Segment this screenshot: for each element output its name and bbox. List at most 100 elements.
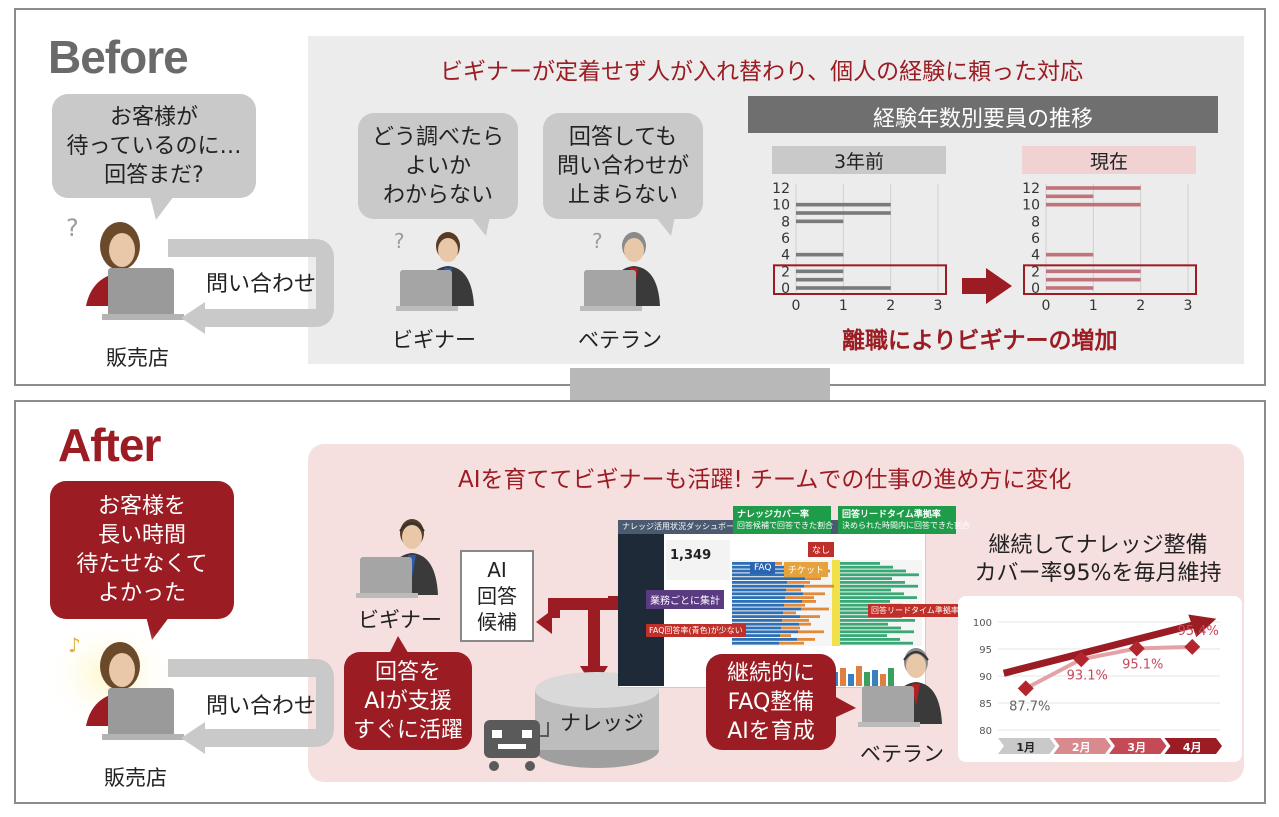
x-tick-label: 2 [886,298,895,314]
dashboard-bar-segment [805,577,821,580]
x-tick-label: 1 [1089,298,1098,314]
x-tick-label: 3 [934,298,943,314]
svg-text:?: ? [394,229,405,253]
dashboard-bar-segment [732,638,797,641]
knowledge-label: ナレッジ [560,711,644,735]
dashboard-bar-segment [785,596,814,599]
month-chevron [1109,738,1167,754]
dashboard-bar-segment [732,615,800,618]
dashboard-bar-segment [800,615,820,618]
dashboard-title: ナレッジ活用状況ダッシュボード [622,522,742,531]
dashboard-bar-segment [781,626,800,630]
chart-right-title-bar [1022,146,1196,174]
bar [796,277,844,282]
callout-leadtime-sub: 決められた時間内に回答できた割合 [842,521,970,530]
beginner-support-bubble-tail [388,636,410,656]
after-veteran-person-icon [858,648,942,727]
dashboard-bar-segment [782,619,809,622]
tag-faq: FAQ [750,562,776,574]
trend-arrow-head [1188,614,1217,638]
dashboard-bar-segment [801,607,829,611]
y-tick-label: 12 [1022,181,1040,197]
dashboard-bar-segment [732,588,786,592]
y-tick-label: 12 [772,181,790,197]
bar [796,269,844,274]
dashboard-bar-segment [772,562,782,565]
bar [796,286,891,290]
before-veteran-label: ベテラン [578,328,662,352]
y-tick-label: 2 [1031,264,1040,280]
before-beginner-bubble-tail [470,216,490,236]
dashboard-bar-segment [840,588,891,592]
before-customer-person-icon: ? [66,214,184,320]
chart-left-title-bar [772,146,946,174]
bar [796,211,891,215]
dashboard-bar-segment [797,638,815,641]
chart-right-title: 現在 [1089,151,1128,173]
dashboard-bar-segment [840,634,887,637]
dashboard-bar-segment [732,592,803,596]
x-tick-label: 0 [1042,298,1051,314]
callout-coverage-sub: 回答候補で回答できた割合 [737,521,833,530]
dashboard-bar-segment [840,581,905,584]
before-store-label: 販売店 [106,346,169,370]
dashboard-bar-segment [802,600,816,603]
y-tick-label: 8 [781,214,790,230]
callout-leadtime [838,506,956,534]
y-tick-label: 4 [1031,248,1040,264]
dashboard-divider [832,560,840,646]
dashboard-bar-segment [732,581,787,584]
before-beginner-bubble: どう調べたら よいか わからない [358,113,518,219]
dashboard-bar-segment [840,562,880,565]
dashboard-bar-segment [732,622,799,626]
y-tick-label: 0 [781,281,790,297]
dashboard-bar-segment [840,569,906,573]
svg-text:?: ? [66,214,79,242]
trend-arrow-shaft [1002,620,1198,677]
ai-answer-candidate-box: AI 回答 候補 [460,550,534,642]
before-inquiry-label: 問い合わせ [206,272,317,297]
bar [1046,202,1141,207]
dashboard-bar-segment [732,603,784,607]
after-inquiry-loop-arrow [168,659,334,754]
coverage-title: 継続してナレッジ整備 カバー率95%を毎月維持 [974,533,1222,586]
x-tick-label: 2月 [1072,741,1091,754]
dashboard-bar-segment [840,619,915,622]
after-customer-person-icon: ♪ [68,633,184,740]
dashboard-bar-segment [840,630,914,634]
tag-by-task: 業務ごとに集計 [646,590,724,609]
tag-faq-low: FAQ回答率(青色)が少ない [646,624,746,637]
ai-robot-icon [484,720,549,771]
bar [1046,269,1141,274]
dashboard-left-pane [618,534,664,686]
before-banner: ビギナーが定着せず人が入れ替わり、個人の経験に頼った対応 [440,59,1084,85]
data-point [1184,638,1201,655]
after-inquiry-label: 問い合わせ [206,694,317,719]
dashboard-bar-segment [840,638,900,641]
dashboard-bar-segment [787,581,810,584]
beginner-support-bubble: 回答を AIが支援 すぐに活躍 [344,652,472,750]
chart-left-title: 3年前 [833,151,885,173]
y-tick-label: 90 [979,672,992,683]
svg-text:♪: ♪ [68,633,81,657]
after-heading: After [58,419,161,471]
dashboard-kpi-card [666,540,730,580]
dashboard-bar-segment [732,641,779,645]
y-tick-label: 10 [1022,198,1040,214]
dashboard-bar-segment [798,630,824,634]
series-line [1024,644,1193,691]
dashboard-bar-segment [732,584,804,588]
before-customer-bubble: お客様が 待っているのに… 回答まだ? [52,94,256,198]
dashboard-bar-segment [732,596,785,599]
dashboard-bar-segment [783,611,796,615]
month-chevron [1053,738,1111,754]
x-tick-label: 1 [839,298,848,314]
before-veteran-bubble: 回答しても 問い合わせが 止まらない [543,113,703,219]
data-point [1073,651,1090,668]
y-tick-label: 8 [1031,214,1040,230]
y-tick-label: 6 [1031,231,1040,247]
data-label: 95.1% [1122,657,1163,672]
y-tick-label: 95 [979,645,992,656]
dashboard-bar-segment [732,577,805,580]
